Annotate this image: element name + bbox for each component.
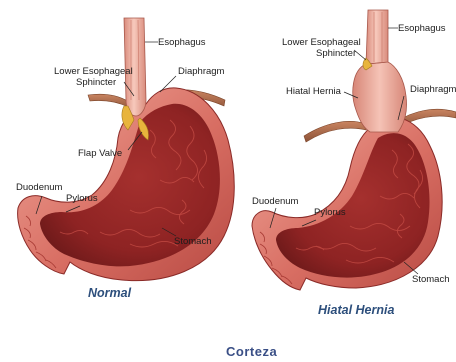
normal-label-duodenum: Duodenum (16, 182, 63, 193)
hernia-label-stomach: Stomach (412, 274, 450, 285)
normal-caption: Normal (88, 286, 132, 300)
normal-label-pylorus: Pylorus (66, 193, 98, 204)
hernia-caption: Hiatal Hernia (318, 303, 394, 317)
hernia-figure: Esophagus Lower Esophageal Sphincter Hia… (252, 10, 456, 317)
hernia-label-duodenum: Duodenum (252, 196, 299, 207)
hernia-label-hiatal-hernia: Hiatal Hernia (286, 86, 342, 97)
normal-label-esophagus: Esophagus (158, 37, 206, 48)
hernia-diaphragm (304, 121, 366, 142)
brand-logo: Corteza (226, 344, 277, 359)
normal-figure: Esophagus Lower Esophageal Sphincter Dia… (16, 18, 234, 300)
hernia-label-les-line2: Sphincter (316, 48, 356, 59)
normal-label-flap-valve: Flap Valve (78, 148, 122, 159)
hernia-label-les-line1: Lower Esophageal (282, 37, 361, 48)
hernia-stomach-inner (276, 133, 430, 277)
hernia-label-esophagus: Esophagus (398, 23, 446, 34)
hernia-esophagus (366, 10, 388, 64)
hernia-label-diaphragm: Diaphragm (410, 84, 456, 95)
normal-label-diaphragm: Diaphragm (178, 66, 225, 77)
normal-label-les-line1: Lower Esophageal (54, 66, 133, 77)
hernia-label-pylorus: Pylorus (314, 207, 346, 218)
normal-label-stomach: Stomach (174, 236, 212, 247)
hernia-pouch (353, 62, 407, 132)
normal-label-les-line2: Sphincter (76, 77, 116, 88)
